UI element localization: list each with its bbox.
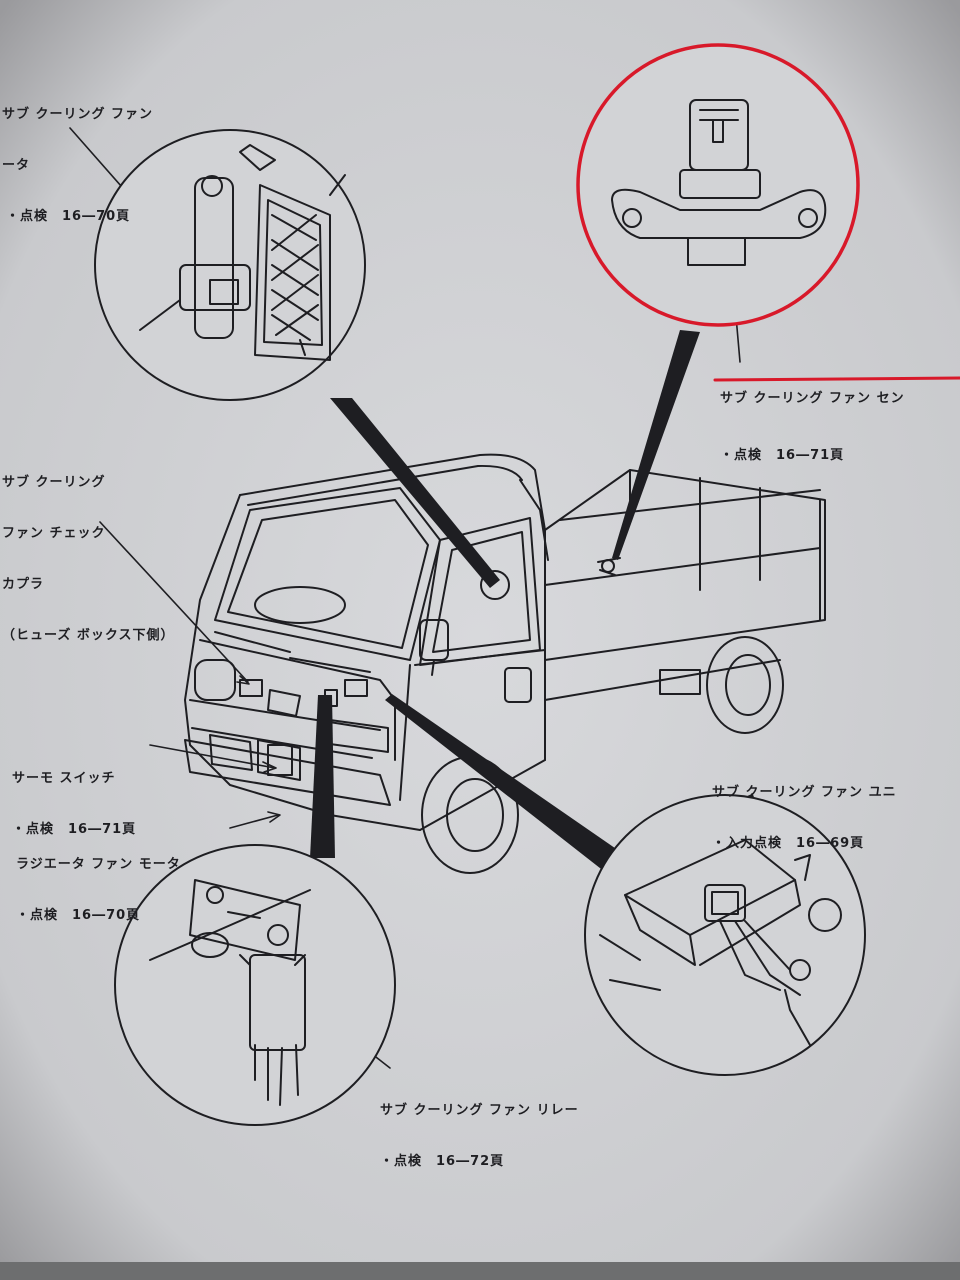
label-sub-fan-relay: サブ クーリング ファン リレー ・点検 16―72頁 [380, 1068, 579, 1187]
leader-wedges [310, 330, 700, 872]
label-line: ラジエータ ファン モータ [16, 857, 181, 872]
label-thermo-switch: サーモ スイッチ ・点検 16―71頁 [12, 736, 136, 855]
label-check-coupler: サブ クーリング ファン チェック カプラ （ヒューズ ボックス下側） [2, 440, 175, 661]
detail-fan-sensor [576, 43, 860, 327]
label-ref: ・点検 16―71頁 [12, 822, 137, 837]
label-line: サブ クーリング ファン セン [720, 391, 905, 406]
label-line: サブ クーリング ファン リレー [380, 1103, 579, 1118]
label-line: ータ [2, 158, 31, 173]
label-line: （ヒューズ ボックス下側） [2, 628, 175, 643]
truck-illustration [184, 453, 826, 874]
label-sub-fan-unit: サブ クーリング ファン ユニ ・入力点検 16―69頁 [712, 750, 897, 869]
highlight-underline [713, 376, 960, 382]
label-line: サブ クーリング ファン ユニ [712, 785, 897, 800]
label-ref: ・点検 16―72頁 [380, 1154, 505, 1169]
label-ref: ・入力点検 16―69頁 [712, 836, 865, 851]
detail-fan-unit [584, 794, 866, 1076]
detail-fan-motor [94, 129, 366, 401]
label-sub-fan-motor: サブ クーリング ファン ータ ・点検 16―70頁 [2, 72, 153, 242]
label-radiator-fan-motor: ラジエータ ファン モータ ・点検 16―70頁 [16, 822, 181, 941]
label-line: ファン チェック [2, 526, 106, 541]
label-line: サーモ スイッチ [12, 771, 116, 786]
label-ref: ・点検 16―71頁 [720, 448, 845, 463]
label-ref: ・点検 16―70頁 [16, 908, 141, 923]
paper-bottom-edge [0, 1262, 960, 1280]
detail-fan-relay [114, 844, 396, 1126]
label-line: カプラ [2, 577, 45, 592]
label-line: サブ クーリング ファン [2, 107, 154, 122]
label-line: サブ クーリング [2, 475, 106, 490]
label-sub-fan-sensor: サブ クーリング ファン セン ・点検 16―71頁 [720, 356, 905, 481]
label-ref: ・点検 16―70頁 [6, 209, 131, 224]
